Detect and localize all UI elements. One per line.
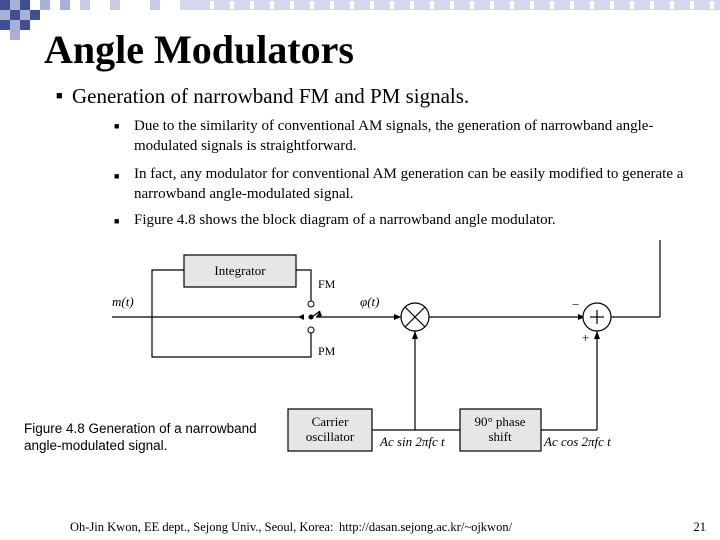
figure-caption: Figure 4.8 Generation of a narrowband an… — [24, 421, 257, 453]
integrator-label: Integrator — [214, 263, 266, 278]
phi-label: φ(t) — [360, 294, 379, 309]
pm-label: PM — [318, 344, 336, 358]
sub-bullet-3: Figure 4.8 shows the block diagram of a … — [134, 212, 556, 228]
corner-decoration — [0, 0, 720, 40]
sub-bullet-1: Due to the similarity of conventional AM… — [134, 118, 654, 154]
plus-sign: + — [582, 330, 589, 345]
carrier-oscillator-box — [287, 408, 373, 452]
footer-url[interactable]: http://dasan.sejong.ac.kr/~ojkwon/ — [339, 520, 513, 534]
minus-sign: − — [572, 297, 579, 312]
fm-label: FM — [318, 277, 336, 291]
cos-label: Ac cos 2πfc t — [543, 434, 611, 449]
main-bullet: Generation of narrowband FM and PM signa… — [72, 84, 470, 108]
sin-label: Ac sin 2πfc t — [379, 434, 445, 449]
phase-shift-box — [459, 408, 542, 452]
slide-title: Angle Modulators — [44, 27, 354, 72]
input-label: m(t) — [112, 294, 134, 309]
sub-bullet-2: In fact, any modulator for conventional … — [134, 166, 684, 202]
carrier-label-2: oscillator — [306, 429, 355, 444]
phase-label-2: shift — [488, 429, 512, 444]
carrier-label-1: Carrier — [312, 414, 349, 429]
bullet-marker-icon: ■ — [56, 90, 63, 102]
phase-label-1: 90° phase — [474, 414, 525, 429]
sub-bullet-marker-icon: ■ — [114, 121, 120, 131]
page-number: 21 — [693, 520, 707, 534]
integrator-box — [183, 254, 297, 288]
sub-bullet-marker-icon: ■ — [114, 171, 120, 181]
sub-bullet-marker-icon: ■ — [114, 216, 120, 226]
footer-text: Oh-Jin Kwon, EE dept., Sejong Univ., Seo… — [70, 520, 334, 534]
